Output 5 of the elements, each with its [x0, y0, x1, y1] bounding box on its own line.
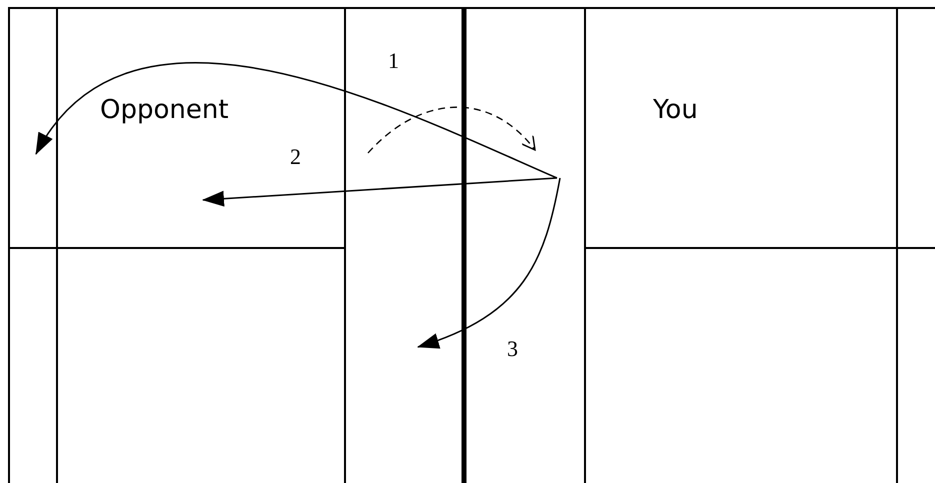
- shot-number: 1: [388, 50, 399, 72]
- player-label: Opponent: [100, 97, 229, 123]
- player-label: You: [653, 97, 698, 123]
- shot-number: 3: [507, 338, 518, 360]
- shot-number: 2: [290, 146, 301, 168]
